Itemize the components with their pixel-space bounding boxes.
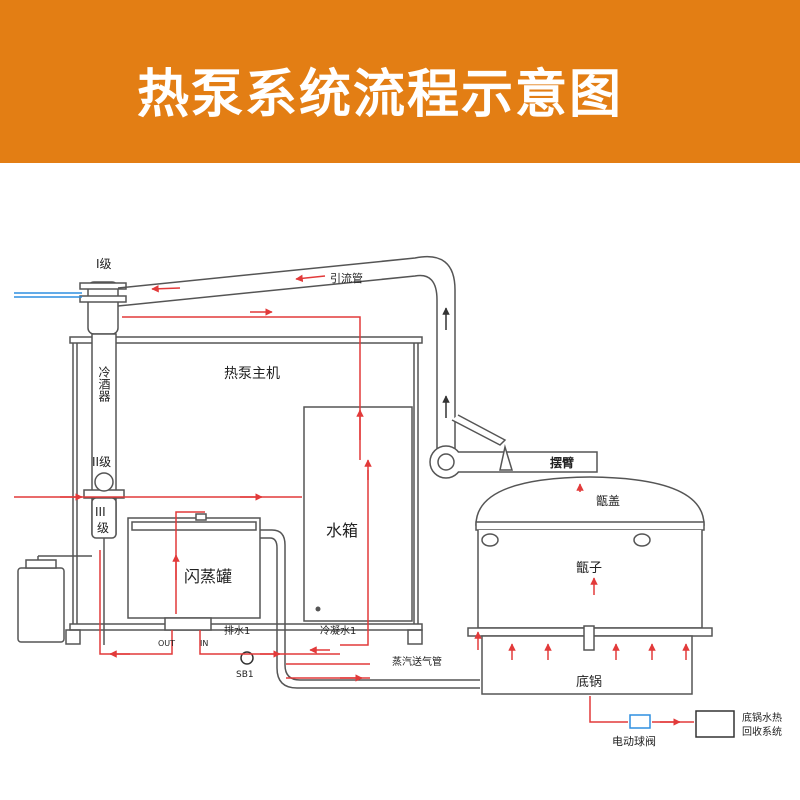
cooling-water-lines bbox=[14, 292, 82, 298]
return-pipe-label: 引流管 bbox=[330, 271, 363, 285]
steam-delivery-pipe bbox=[260, 529, 480, 689]
water-tank-label: 水箱 bbox=[326, 521, 358, 540]
heat-pump-frame bbox=[65, 336, 423, 645]
stage1-label: I级 bbox=[96, 257, 112, 271]
lid-label: 甑盖 bbox=[596, 494, 620, 508]
out-label: OUT bbox=[158, 639, 175, 648]
heat-recovery-box bbox=[695, 710, 735, 738]
condenser-column bbox=[38, 281, 127, 645]
drain1-label: 排水1 bbox=[224, 624, 250, 637]
steam-pipe-label: 蒸汽送气管 bbox=[392, 655, 442, 668]
flash-tank-label: 闪蒸罐 bbox=[184, 567, 232, 586]
heat-pump-label: 热泵主机 bbox=[224, 366, 280, 382]
title-banner: 热泵系统流程示意图 bbox=[0, 0, 800, 163]
page-title: 热泵系统流程示意图 bbox=[136, 65, 623, 125]
recovery-label-line1: 底锅水热 bbox=[742, 711, 782, 724]
pump-label: SB1 bbox=[236, 670, 254, 680]
retort-label: 甑子 bbox=[576, 561, 602, 576]
collector-jug bbox=[17, 556, 65, 643]
return-pipe bbox=[117, 256, 598, 479]
valve-label: 电动球阀 bbox=[612, 734, 656, 748]
stage2-label: II级 bbox=[92, 455, 111, 469]
pump-sb1 bbox=[240, 651, 254, 665]
stage3-label: III bbox=[95, 505, 106, 519]
flash-tank bbox=[127, 513, 261, 631]
condensate1-label: 冷凝水1 bbox=[320, 624, 356, 637]
pot-label: 底锅 bbox=[576, 674, 602, 690]
condenser-label: 冷酒器 bbox=[97, 366, 111, 403]
water-tank bbox=[303, 406, 413, 622]
swing-arm-label: 摆臂 bbox=[550, 455, 574, 470]
in-label: IN bbox=[200, 639, 208, 648]
retort-vessel bbox=[467, 476, 713, 695]
tank-drain-valve bbox=[315, 606, 321, 612]
electric-ball-valve bbox=[629, 714, 651, 729]
recovery-label-line2: 回收系统 bbox=[742, 725, 782, 738]
heat-pump-flow-diagram: I级 引流管 热泵主机 冷酒器 II级 III 级 水箱 闪蒸罐 排水1 冷凝水… bbox=[14, 256, 782, 748]
stage3-suffix-label: 级 bbox=[97, 521, 109, 535]
flow-arrows bbox=[60, 274, 690, 726]
